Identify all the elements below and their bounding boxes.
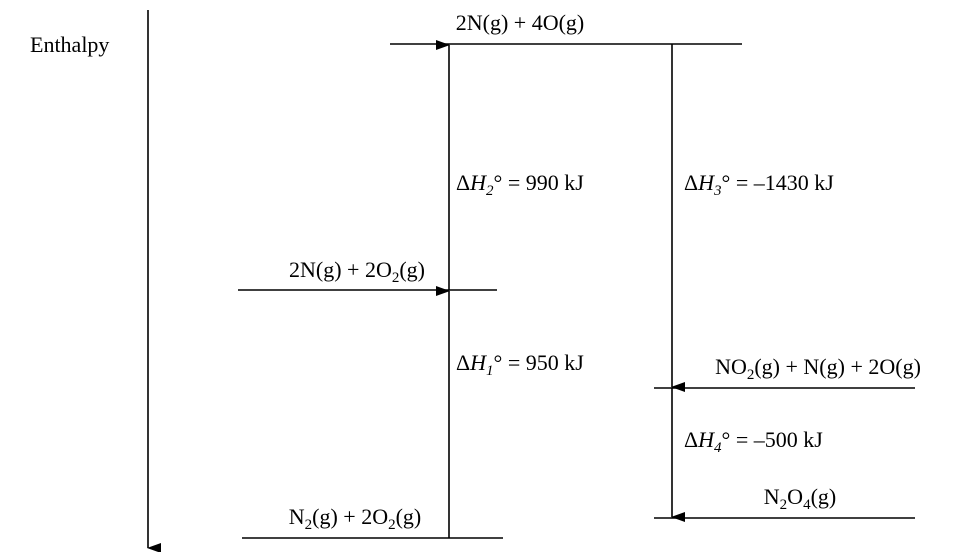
level-bottom-left-label: N2(g) + 2O2(g) — [289, 504, 422, 533]
level-bottom-right-label: N2O4(g) — [764, 484, 836, 513]
dh2-label: ΔH2° = 990 kJ — [456, 170, 584, 199]
dh1-label: ΔH1° = 950 kJ — [456, 350, 584, 379]
dh3-label: ΔH3° = –1430 kJ — [684, 170, 834, 199]
axis-label: Enthalpy — [30, 32, 109, 57]
level-middle-left-label: 2N(g) + 2O2(g) — [289, 257, 425, 286]
level-middle-right-label: NO2(g) + N(g) + 2O(g) — [715, 354, 921, 383]
dh4-label: ΔH4° = –500 kJ — [684, 427, 823, 456]
level-top-label: 2N(g) + 4O(g) — [456, 10, 585, 35]
